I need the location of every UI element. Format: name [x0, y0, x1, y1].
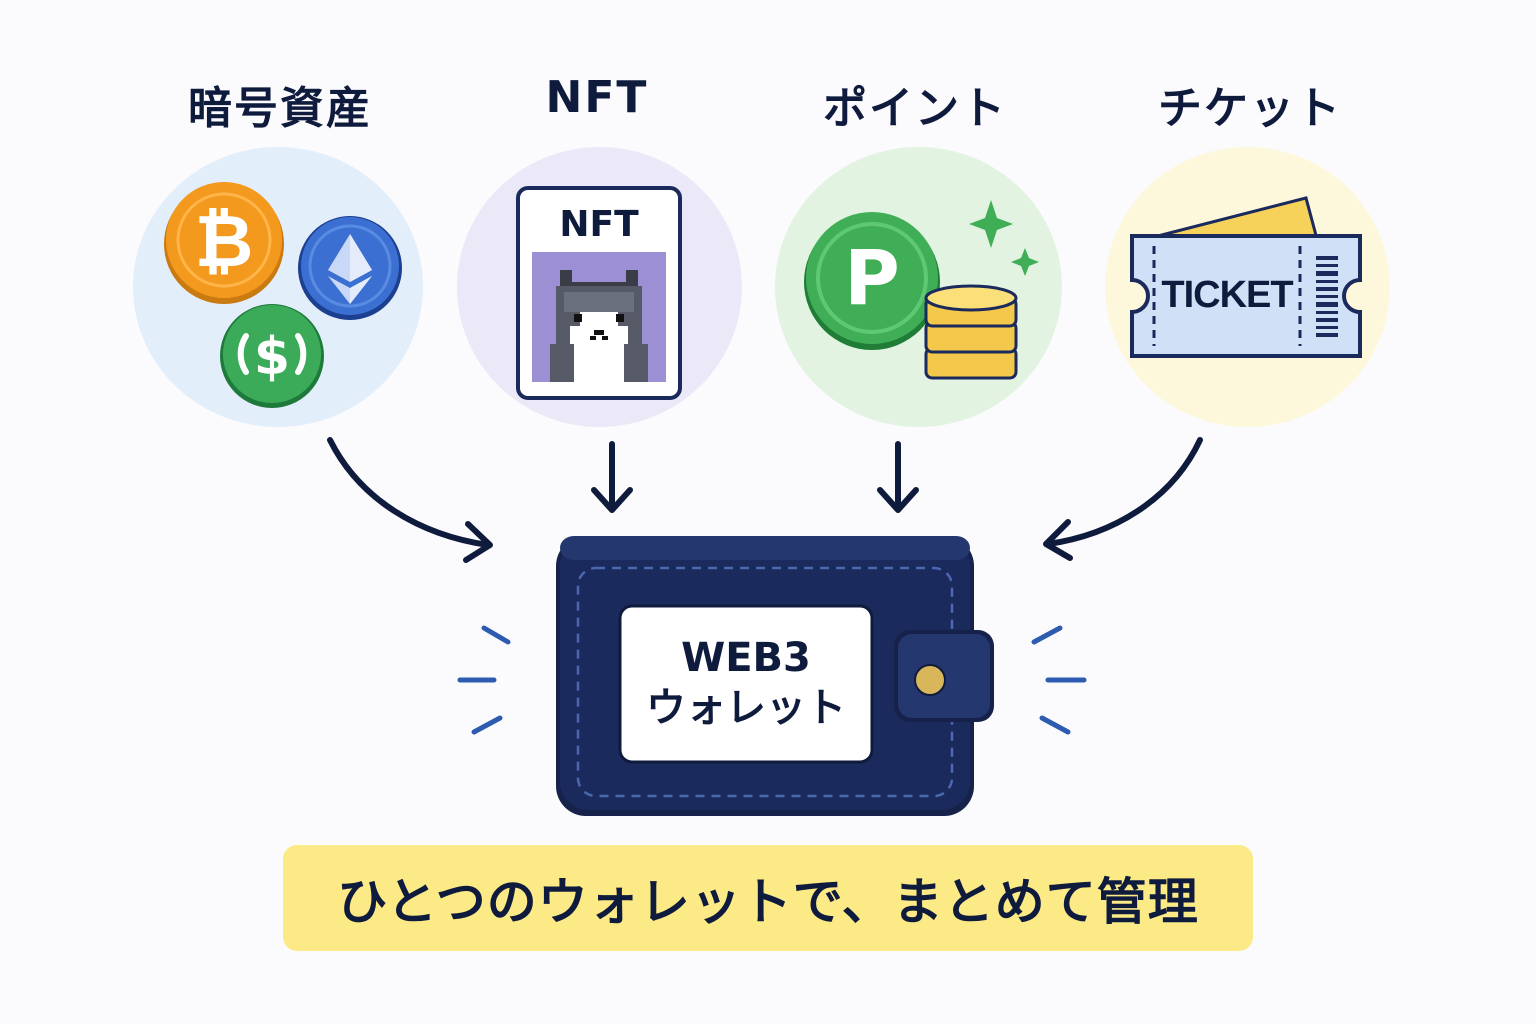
- ethereum-icon: [298, 216, 402, 320]
- point-coin-icon: [804, 212, 940, 350]
- ticket-icon: [1130, 196, 1362, 358]
- arrow-tickets: [1045, 437, 1203, 547]
- nft-card-label: NFT: [559, 204, 639, 245]
- motion-lines: [457, 625, 1087, 735]
- nft-card: [516, 186, 682, 400]
- usdc-icon: $: [220, 304, 324, 408]
- wallet-label: WEB3 ウォレット: [620, 606, 872, 762]
- wallet-icon: [556, 536, 994, 816]
- sparkle-icon: [969, 200, 1039, 276]
- category-label-points: ポイント: [823, 83, 1007, 134]
- tagline-text: ひとつのウォレットで、まとめて管理: [337, 873, 1199, 931]
- pixel-cat-icon: [550, 270, 648, 382]
- ticket-label: TICKET: [1161, 274, 1293, 316]
- wallet-label-line2: ウォレット: [646, 685, 846, 731]
- svg-text:$: $: [254, 327, 290, 387]
- point-symbol: P: [844, 233, 900, 322]
- wallet-label-line1: WEB3: [681, 635, 811, 681]
- arrows: [327, 437, 1203, 563]
- category-label-tickets: チケット: [1158, 83, 1342, 134]
- category-label-nft: NFT: [545, 72, 649, 123]
- category-label-crypto: 暗号資産: [188, 83, 372, 134]
- arrow-crypto: [327, 437, 491, 548]
- bitcoin-icon: ₿: [164, 182, 284, 304]
- svg-text:₿: ₿: [195, 199, 254, 283]
- tagline-banner: ひとつのウォレットで、まとめて管理: [283, 845, 1253, 951]
- coin-stack-icon: [924, 284, 1018, 380]
